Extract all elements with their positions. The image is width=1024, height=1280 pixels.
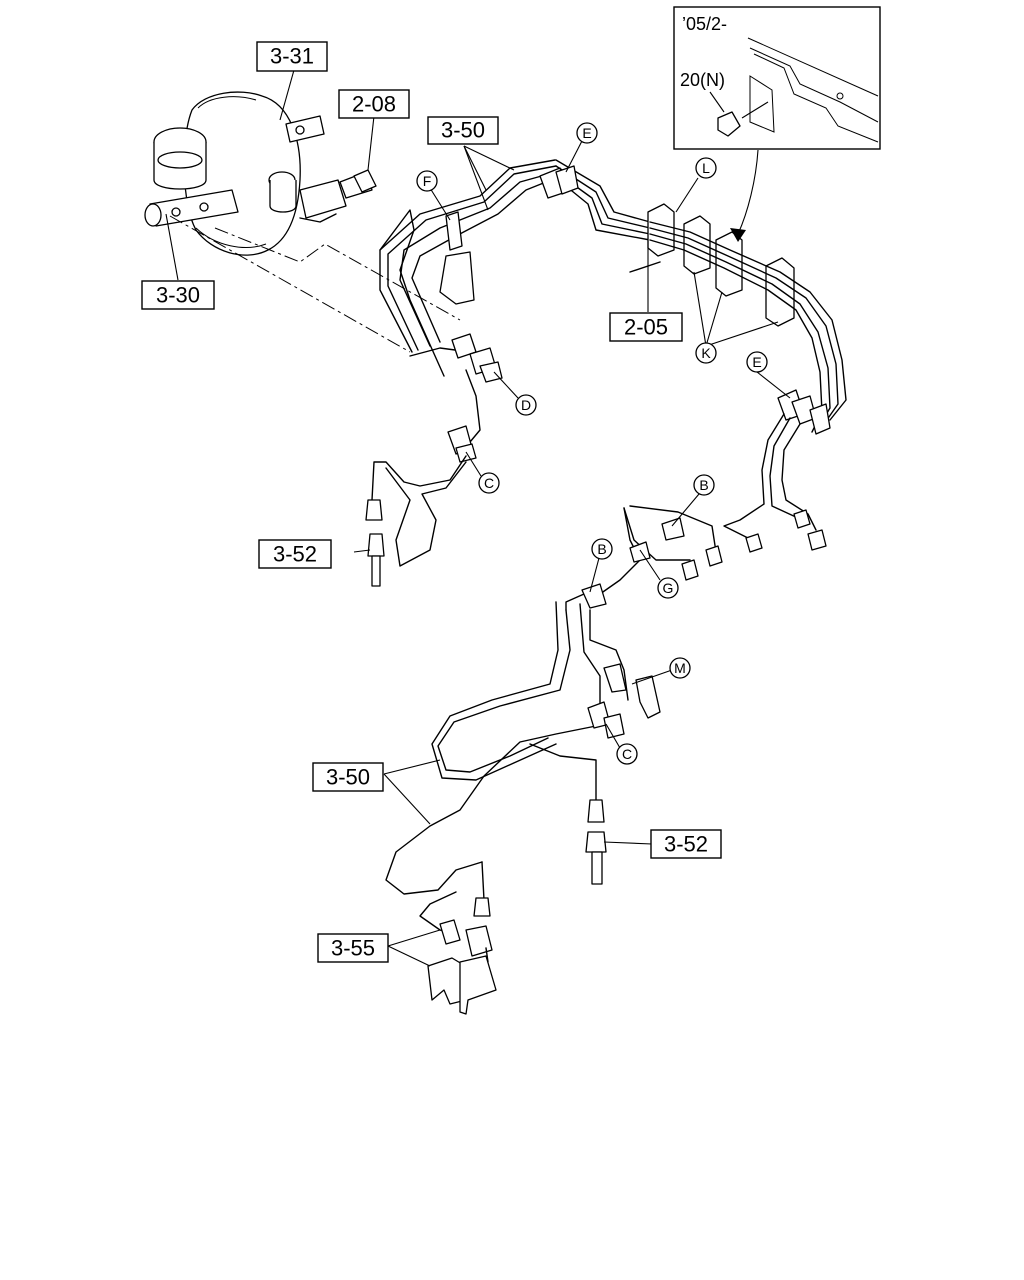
svg-text:3-55: 3-55 [331, 936, 375, 961]
svg-text:C: C [484, 475, 494, 491]
circle-label-k: K [695, 342, 717, 364]
svg-text:F: F [423, 173, 432, 189]
upper-pipe-run [379, 159, 651, 377]
brake-booster-assembly [144, 91, 461, 353]
circle-label-c-lower: C [616, 743, 638, 765]
callout-3-50-upper: 3-50 [427, 116, 499, 145]
callout-3-55: 3-55 [317, 933, 389, 963]
svg-text:2-05: 2-05 [624, 315, 668, 340]
rear-pipes [385, 601, 625, 1015]
svg-text:L: L [702, 160, 710, 176]
svg-text:3-31: 3-31 [270, 44, 314, 69]
right-front-pipes [723, 389, 831, 553]
svg-text:E: E [582, 125, 591, 141]
circle-label-b-left: B [591, 538, 613, 560]
svg-text:K: K [701, 345, 711, 361]
circle-label-f: F [416, 170, 438, 192]
circle-label-m: M [669, 657, 691, 679]
svg-text:C: C [622, 746, 632, 762]
circle-label-e-right: E [746, 351, 768, 373]
svg-text:3-50: 3-50 [326, 765, 370, 790]
callout-3-52-front: 3-52 [258, 539, 332, 569]
svg-text:D: D [521, 397, 531, 413]
inset-detail: ’05/2- 20(N) [673, 6, 881, 150]
clip-blocks [629, 203, 847, 433]
left-front-pipes [365, 333, 503, 587]
svg-text:3-30: 3-30 [156, 283, 200, 308]
svg-text:3-50: 3-50 [441, 118, 485, 143]
inset-part-label: 20(N) [680, 70, 725, 90]
callout-2-05: 2-05 [609, 312, 683, 342]
leader-lines [165, 69, 791, 967]
middle-pipes [565, 505, 723, 719]
circle-label-l: L [695, 157, 717, 179]
callout-3-30: 3-30 [141, 280, 215, 310]
callout-3-52-rear: 3-52 [650, 829, 722, 859]
svg-text:G: G [663, 580, 674, 596]
circle-label-d: D [515, 394, 537, 416]
circle-label-g: G [657, 577, 679, 599]
svg-text:M: M [674, 660, 686, 676]
svg-text:B: B [699, 477, 708, 493]
callout-3-50-lower: 3-50 [312, 762, 384, 792]
svg-text:2-08: 2-08 [352, 92, 396, 117]
circle-label-e-top: E [576, 122, 598, 144]
svg-text:B: B [597, 541, 606, 557]
svg-text:3-52: 3-52 [664, 832, 708, 857]
circle-label-b-right: B [693, 474, 715, 496]
svg-text:E: E [752, 354, 761, 370]
inset-date-label: ’05/2- [682, 14, 727, 34]
svg-text:3-52: 3-52 [273, 542, 317, 567]
callout-3-31: 3-31 [256, 41, 328, 72]
circle-label-c-upper: C [478, 472, 500, 494]
callout-2-08: 2-08 [338, 89, 410, 119]
